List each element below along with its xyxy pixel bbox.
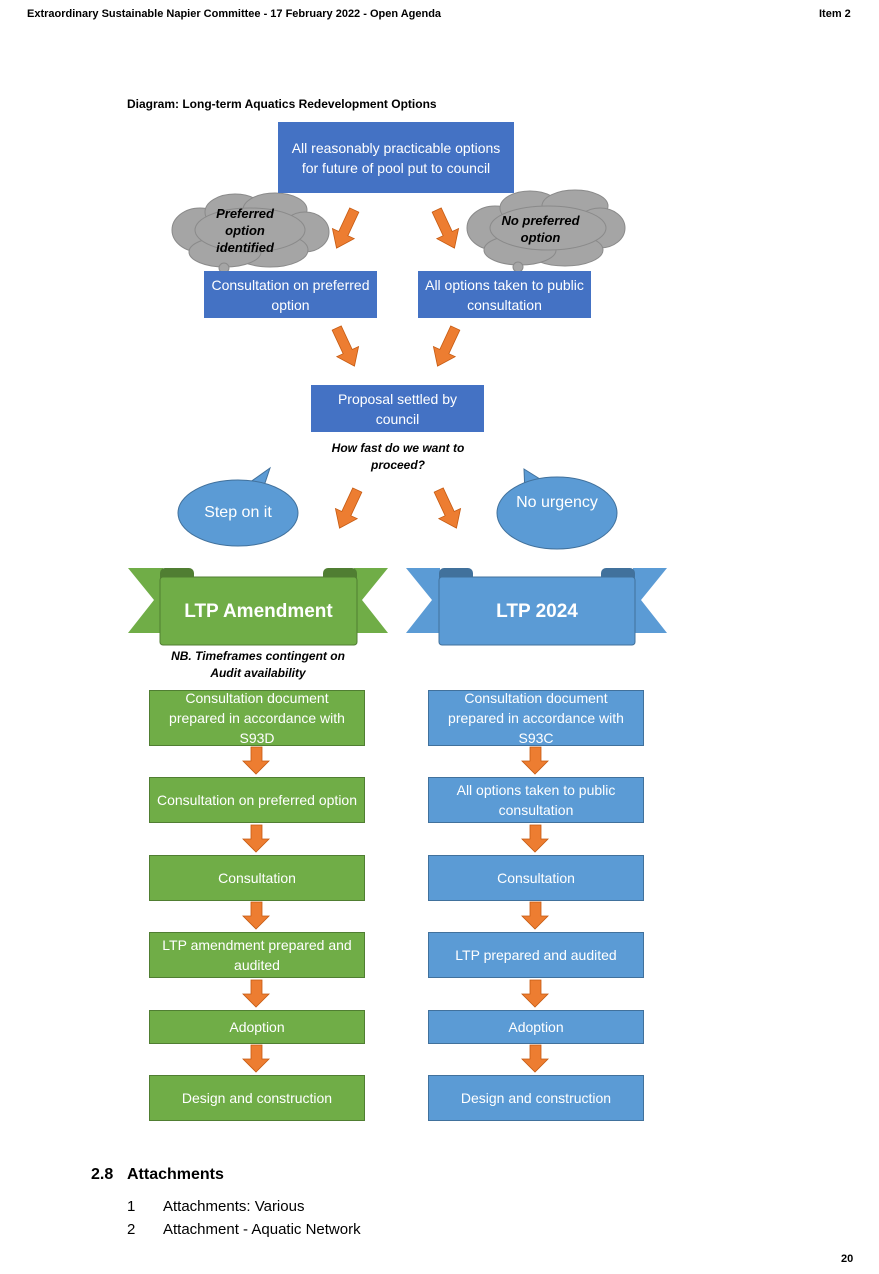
- arrow-right-step-1: [521, 746, 549, 775]
- cloud-right-text: No preferred option: [501, 213, 580, 245]
- attachment-number: 2: [127, 1221, 136, 1238]
- timeframe-note: NB. Timeframes contingent on Audit avail…: [171, 649, 345, 680]
- right-step-ltp-audited: LTP prepared and audited: [428, 932, 644, 978]
- right-step-adoption: Adoption: [428, 1010, 644, 1044]
- bubble-left-shape: [177, 466, 299, 547]
- left-step-adoption: Adoption: [149, 1010, 365, 1044]
- document-header-title: Extraordinary Sustainable Napier Committ…: [27, 8, 442, 20]
- arrow-left-step-1: [242, 746, 270, 775]
- attachments-heading-number: 2.8: [91, 1166, 114, 1183]
- attachment-link[interactable]: Attachments: Various: [163, 1198, 305, 1215]
- arrow-left-step-2: [242, 824, 270, 853]
- attachment-number: 1: [127, 1198, 136, 1215]
- arrow-left-step-4: [242, 979, 270, 1008]
- left-step-ltp-amendment-audited: LTP amendment prepared and audited: [149, 932, 365, 978]
- cloud-left-text: Preferred option identified: [216, 206, 274, 255]
- arrow-down-right-2: [331, 325, 360, 367]
- bubble-left-text: Step on it: [204, 504, 272, 521]
- cloud-right-shape: [466, 189, 626, 273]
- left-step-design-construction: Design and construction: [149, 1075, 365, 1121]
- arrow-down-right-3: [433, 487, 462, 529]
- left-step-consultation-document: Consultation document prepared in accord…: [149, 690, 365, 746]
- arrow-left-step-5: [242, 1044, 270, 1073]
- left-step-consultation: Consultation: [149, 855, 365, 901]
- bubble-right-shape: [496, 468, 618, 550]
- arrow-left-step-3: [242, 901, 270, 930]
- arrow-down-left-3: [334, 487, 363, 529]
- cloud-left-shape: [171, 192, 330, 274]
- box-proposal-settled: Proposal settled by council: [311, 385, 484, 432]
- arrow-right-step-3: [521, 901, 549, 930]
- left-step-consultation-preferred: Consultation on preferred option: [149, 777, 365, 823]
- page-number: 20: [841, 1253, 854, 1265]
- item-label: Item 2: [819, 8, 851, 20]
- question-text: How fast do we want to proceed?: [331, 441, 465, 472]
- attachment-link[interactable]: Attachment - Aquatic Network: [163, 1221, 361, 1238]
- bubble-right-text: No urgency: [516, 494, 598, 511]
- box-all-options-to-council: All reasonably practicable options for f…: [278, 122, 514, 193]
- banner-left-shape: [128, 568, 388, 646]
- arrow-down-left-2: [432, 325, 461, 367]
- banner-right-shape: [406, 568, 667, 646]
- right-step-design-construction: Design and construction: [428, 1075, 644, 1121]
- attachments-heading: Attachments: [127, 1166, 224, 1183]
- right-step-consultation-document: Consultation document prepared in accord…: [428, 690, 644, 746]
- right-step-all-options-public: All options taken to public consultation: [428, 777, 644, 823]
- arrow-right-step-4: [521, 979, 549, 1008]
- arrow-right-step-5: [521, 1044, 549, 1073]
- arrow-right-step-2: [521, 824, 549, 853]
- banner-left-label: LTP Amendment: [184, 601, 333, 622]
- box-all-options-public: All options taken to public consultation: [418, 271, 591, 318]
- box-consultation-preferred: Consultation on preferred option: [204, 271, 377, 318]
- arrow-down-left-1: [331, 207, 360, 249]
- arrow-down-right-1: [431, 207, 460, 249]
- right-step-consultation: Consultation: [428, 855, 644, 901]
- banner-right-label: LTP 2024: [496, 601, 578, 622]
- diagram-title: Diagram: Long-term Aquatics Redevelopmen…: [127, 97, 437, 111]
